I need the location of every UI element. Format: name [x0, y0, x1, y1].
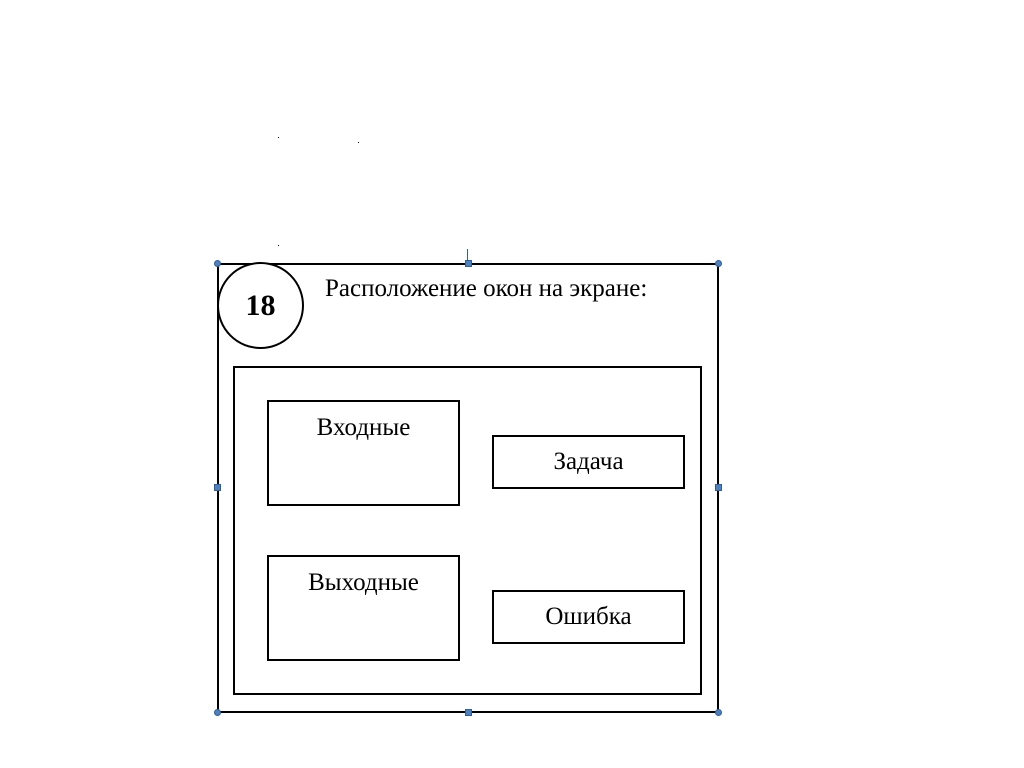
rotation-handle[interactable] — [467, 249, 468, 263]
resize-handle-top[interactable] — [465, 260, 472, 267]
resize-handle-top-right[interactable] — [715, 260, 722, 267]
stray-dot — [278, 137, 279, 138]
resize-handle-right[interactable] — [715, 484, 722, 491]
window-error: Ошибка — [492, 590, 685, 644]
window-label: Ошибка — [545, 603, 632, 630]
window-label: Выходные — [308, 569, 419, 596]
screen-area — [233, 366, 702, 695]
resize-handle-bottom-right[interactable] — [715, 709, 722, 716]
stray-dot — [358, 142, 359, 143]
window-output: Выходные — [267, 555, 460, 661]
stray-dot — [278, 245, 279, 246]
window-input: Входные — [267, 400, 460, 506]
window-task: Задача — [492, 435, 685, 489]
number-label: 18 — [245, 288, 276, 322]
diagram-title: Расположение окон на экране: — [325, 275, 648, 302]
window-label: Задача — [553, 448, 624, 475]
window-label: Входные — [316, 414, 411, 441]
resize-handle-top-left[interactable] — [214, 260, 221, 267]
resize-handle-bottom-left[interactable] — [214, 709, 221, 716]
number-badge: 18 — [217, 262, 304, 349]
resize-handle-bottom[interactable] — [465, 709, 472, 716]
resize-handle-left[interactable] — [214, 484, 221, 491]
